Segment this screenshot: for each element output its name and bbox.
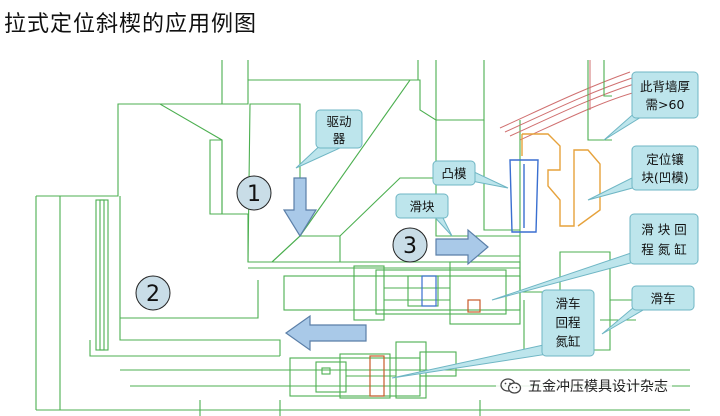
callout-carriage: 滑车 xyxy=(601,285,695,335)
callout-back-wall: 此背墙厚 需>60 xyxy=(603,71,699,141)
arrow-right xyxy=(435,228,489,266)
callout-slider-cylinder: 滑 块 回 程 氮 缸 xyxy=(491,213,699,301)
callout-locating-insert: 定位镶 块(凹模) xyxy=(587,145,699,201)
svg-text:定位镶: 定位镶 xyxy=(646,152,684,167)
svg-text:驱动: 驱动 xyxy=(326,114,351,129)
circle-2: 2 xyxy=(135,275,171,311)
svg-text:程 氮 缸: 程 氮 缸 xyxy=(641,242,686,257)
die-structure xyxy=(35,60,690,416)
callout-slider: 滑块 xyxy=(395,193,453,237)
svg-text:3: 3 xyxy=(403,234,417,259)
circle-3: 3 xyxy=(392,227,428,263)
svg-text:滑车: 滑车 xyxy=(555,296,580,311)
svg-text:需>60: 需>60 xyxy=(646,97,685,112)
cylinder-details xyxy=(369,275,481,397)
svg-text:块(凹模): 块(凹模) xyxy=(641,170,688,185)
callout-carriage-cylinder: 滑车 回程 氮缸 xyxy=(391,289,595,379)
svg-text:滑 块 回: 滑 块 回 xyxy=(641,222,686,237)
svg-text:器: 器 xyxy=(333,131,346,146)
punch xyxy=(509,159,539,233)
callout-drive: 驱动 器 xyxy=(295,109,363,169)
svg-text:滑块: 滑块 xyxy=(409,199,435,214)
arrow-down xyxy=(282,177,318,238)
locating-insert xyxy=(521,133,601,227)
wechat-icon xyxy=(500,378,522,394)
arrow-left xyxy=(284,314,367,352)
page-title: 拉式定位斜楔的应用例图 xyxy=(4,12,258,37)
circle-1: 1 xyxy=(236,175,272,211)
svg-text:2: 2 xyxy=(146,282,160,307)
carriage-cylinder xyxy=(289,341,457,399)
callout-punch: 凸模 xyxy=(432,160,509,189)
svg-text:回程: 回程 xyxy=(555,315,581,330)
svg-text:滑车: 滑车 xyxy=(650,291,675,306)
svg-text:1: 1 xyxy=(247,182,261,207)
slider-cylinder xyxy=(283,261,521,325)
svg-text:凸模: 凸模 xyxy=(441,166,467,181)
svg-text:氮缸: 氮缸 xyxy=(555,334,580,349)
svg-text:此背墙厚: 此背墙厚 xyxy=(640,79,690,94)
watermark: 五金冲压模具设计杂志 xyxy=(496,374,672,398)
watermark-text: 五金冲压模具设计杂志 xyxy=(528,379,668,395)
